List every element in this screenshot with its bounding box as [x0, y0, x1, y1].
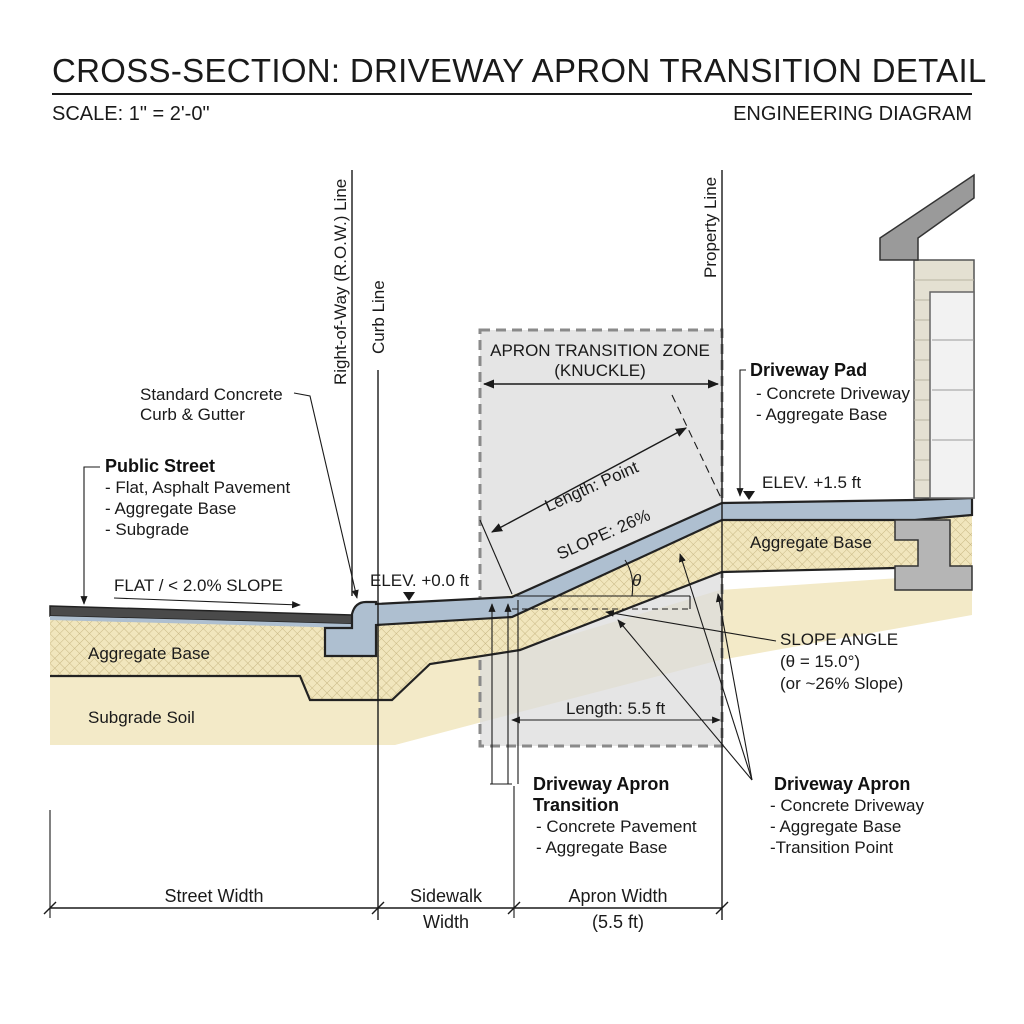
diagram-type-label: ENGINEERING DIAGRAM	[733, 103, 972, 125]
apron-width-label-1: Apron Width	[568, 886, 667, 906]
length-55-label: Length: 5.5 ft	[566, 699, 666, 718]
foundation-footing	[894, 519, 973, 591]
slope-angle-label-2: (θ = 15.0°)	[780, 652, 860, 671]
property-line-label: Property Line	[701, 177, 720, 278]
transition-item-1: - Concrete Pavement	[536, 817, 697, 836]
length-point-extension	[671, 394, 723, 501]
curb-line-label: Curb Line	[369, 280, 388, 354]
apron-item-3: -Transition Point	[770, 838, 893, 857]
street-item-3: - Subgrade	[105, 520, 189, 539]
sidewalk-width-label-1: Sidewalk	[410, 886, 483, 906]
apron-item-1: - Concrete Driveway	[770, 796, 924, 815]
row-line-label: Right-of-Way (R.O.W.) Line	[331, 179, 350, 385]
curb-gutter-label-2: Curb & Gutter	[140, 405, 245, 424]
roof-eave	[879, 173, 975, 261]
apron-item-2: - Aggregate Base	[770, 817, 901, 836]
transition-title-2: Transition	[533, 795, 619, 815]
transition-title-1: Driveway Apron	[533, 774, 669, 794]
street-item-1: - Flat, Asphalt Pavement	[105, 478, 290, 497]
subgrade-label: Subgrade Soil	[88, 708, 195, 727]
aggregate-left-label: Aggregate Base	[88, 644, 210, 663]
diagram-title: CROSS-SECTION: DRIVEWAY APRON TRANSITION…	[52, 52, 987, 89]
apron-leader-2	[617, 619, 753, 781]
elev-0-label: ELEV. +0.0 ft	[370, 571, 469, 590]
pad-leader	[736, 369, 746, 497]
pad-item-1: - Concrete Driveway	[756, 384, 910, 403]
aggregate-right-label: Aggregate Base	[750, 533, 872, 552]
elev-0-marker	[403, 592, 415, 601]
street-width-label: Street Width	[164, 886, 263, 906]
street-item-2: - Aggregate Base	[105, 499, 236, 518]
pad-item-2: - Aggregate Base	[756, 405, 887, 424]
concrete-curb-sidewalk-apron	[323, 496, 974, 658]
theta-symbol: θ	[632, 571, 642, 590]
curb-gutter-leader	[293, 392, 359, 599]
transition-item-2: - Aggregate Base	[536, 838, 667, 857]
pad-title: Driveway Pad	[750, 360, 867, 380]
garage-door	[929, 291, 975, 499]
apron-title: Driveway Apron	[774, 774, 910, 794]
slope-angle-label-3: (or ~26% Slope)	[780, 674, 903, 693]
angle-arc	[624, 559, 634, 597]
zone-label-1: APRON TRANSITION ZONE	[490, 341, 710, 360]
apron-leader-1	[679, 553, 753, 781]
street-title: Public Street	[105, 456, 215, 476]
flat-slope-arrow	[113, 597, 301, 609]
dimension-ticks	[43, 901, 729, 915]
flat-slope-label: FLAT / < 2.0% SLOPE	[114, 576, 283, 595]
apron-leader-3	[715, 593, 753, 781]
slope-angle-label-1: SLOPE ANGLE	[780, 630, 898, 649]
scale-label: SCALE: 1" = 2'-0"	[52, 103, 210, 125]
apron-width-label-2: (5.5 ft)	[592, 912, 644, 932]
curb-gutter-label-1: Standard Concrete	[140, 385, 283, 404]
length-point-arrow	[491, 427, 687, 533]
aggregate-base-outline	[50, 566, 896, 702]
house	[879, 173, 975, 591]
slope-angle-leader	[605, 609, 777, 642]
elev-15-label: ELEV. +1.5 ft	[762, 473, 861, 492]
elev-15-marker	[743, 491, 755, 500]
street-leader	[80, 466, 100, 605]
zone-label-2: (KNUCKLE)	[554, 361, 646, 380]
sidewalk-width-label-2: Width	[423, 912, 469, 932]
